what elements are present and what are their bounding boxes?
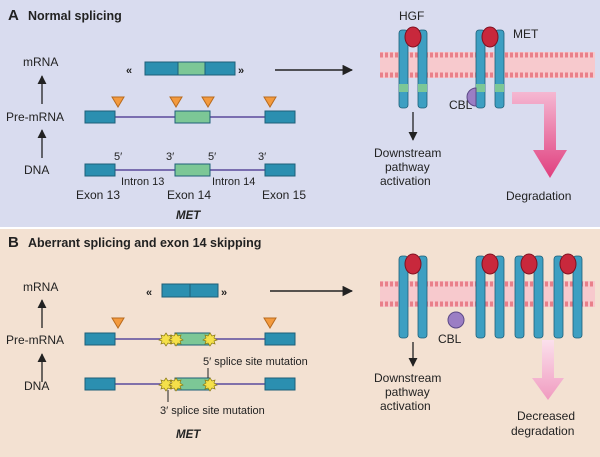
cbl-protein-b (447, 311, 465, 329)
downstream-line-1-b: Downstream (374, 371, 441, 385)
premrna-label-a: Pre-mRNA (6, 110, 64, 124)
degradation-arrow-a (512, 92, 567, 178)
svg-text:»: » (238, 65, 244, 77)
dna-b (84, 377, 296, 391)
dna-three-prime-1: 3′ (166, 151, 174, 163)
panel-b-title: Aberrant splicing and exon 14 skipping (28, 236, 261, 250)
exon-15-label: Exon 15 (262, 188, 306, 202)
three-prime-mutation-label: 3′ splice site mutation (160, 405, 265, 417)
gene-label-a: MET (176, 210, 201, 222)
cbl-protein-a (466, 87, 477, 107)
exon-14-label: Exon 14 (167, 188, 211, 202)
panel-b-letter: B (8, 234, 19, 251)
mutation-stars-dna (158, 377, 218, 392)
mrna-transcript-a: « » (126, 61, 244, 77)
met-receptor-1-b (398, 253, 428, 339)
mutation-stars-pre-mrna (158, 332, 218, 347)
intron-13-label: Intron 13 (121, 176, 164, 188)
pre-mrna-b (84, 317, 296, 346)
five-prime-mutation-label: 5′ splice site mutation (203, 356, 308, 368)
met-receptor-hgf-bound-a (398, 26, 428, 109)
met-receptor-4-b (553, 253, 583, 339)
dna-label-a: DNA (24, 163, 49, 177)
downstream-line-3-a: activation (380, 174, 431, 188)
dna-label-b: DNA (24, 379, 49, 393)
downstream-line-2-a: pathway (385, 160, 430, 174)
cell-membrane-a (380, 52, 595, 78)
pre-mrna-a (84, 96, 296, 124)
dna-a (84, 163, 296, 177)
downstream-line-2-b: pathway (385, 385, 430, 399)
decreased-degradation-arrow (532, 340, 564, 400)
mrna-label-a: mRNA (23, 55, 58, 69)
exon-13-label: Exon 13 (76, 188, 120, 202)
degradation-label-b: degradation (511, 424, 574, 438)
decreased-label: Decreased (517, 409, 575, 423)
svg-text:»: » (221, 287, 227, 299)
dna-five-prime-2: 5′ (208, 151, 216, 163)
downstream-line-1-a: Downstream (374, 146, 441, 160)
premrna-label-b: Pre-mRNA (6, 333, 64, 347)
mrna-label-b: mRNA (23, 280, 58, 294)
mrna-transcript-b: « » (146, 283, 227, 299)
cbl-label-a: CBL (449, 98, 473, 112)
intron-14-label: Intron 14 (212, 176, 255, 188)
met-receptor-2-b (475, 253, 505, 339)
svg-text:«: « (126, 65, 132, 77)
met-label: MET (513, 27, 539, 41)
met-receptor-unbound-a (475, 26, 505, 109)
cbl-label-b: CBL (438, 332, 462, 346)
hgf-label: HGF (399, 9, 424, 23)
panel-a-letter: A (8, 7, 19, 24)
degradation-label: Degradation (506, 189, 571, 203)
gene-label-b: MET (176, 429, 201, 441)
dna-three-prime-2: 3′ (258, 151, 266, 163)
dna-five-prime-1: 5′ (114, 151, 122, 163)
downstream-line-3-b: activation (380, 399, 431, 413)
svg-text:«: « (146, 287, 152, 299)
panel-a-title: Normal splicing (28, 9, 122, 23)
met-receptor-3-b (514, 253, 544, 339)
